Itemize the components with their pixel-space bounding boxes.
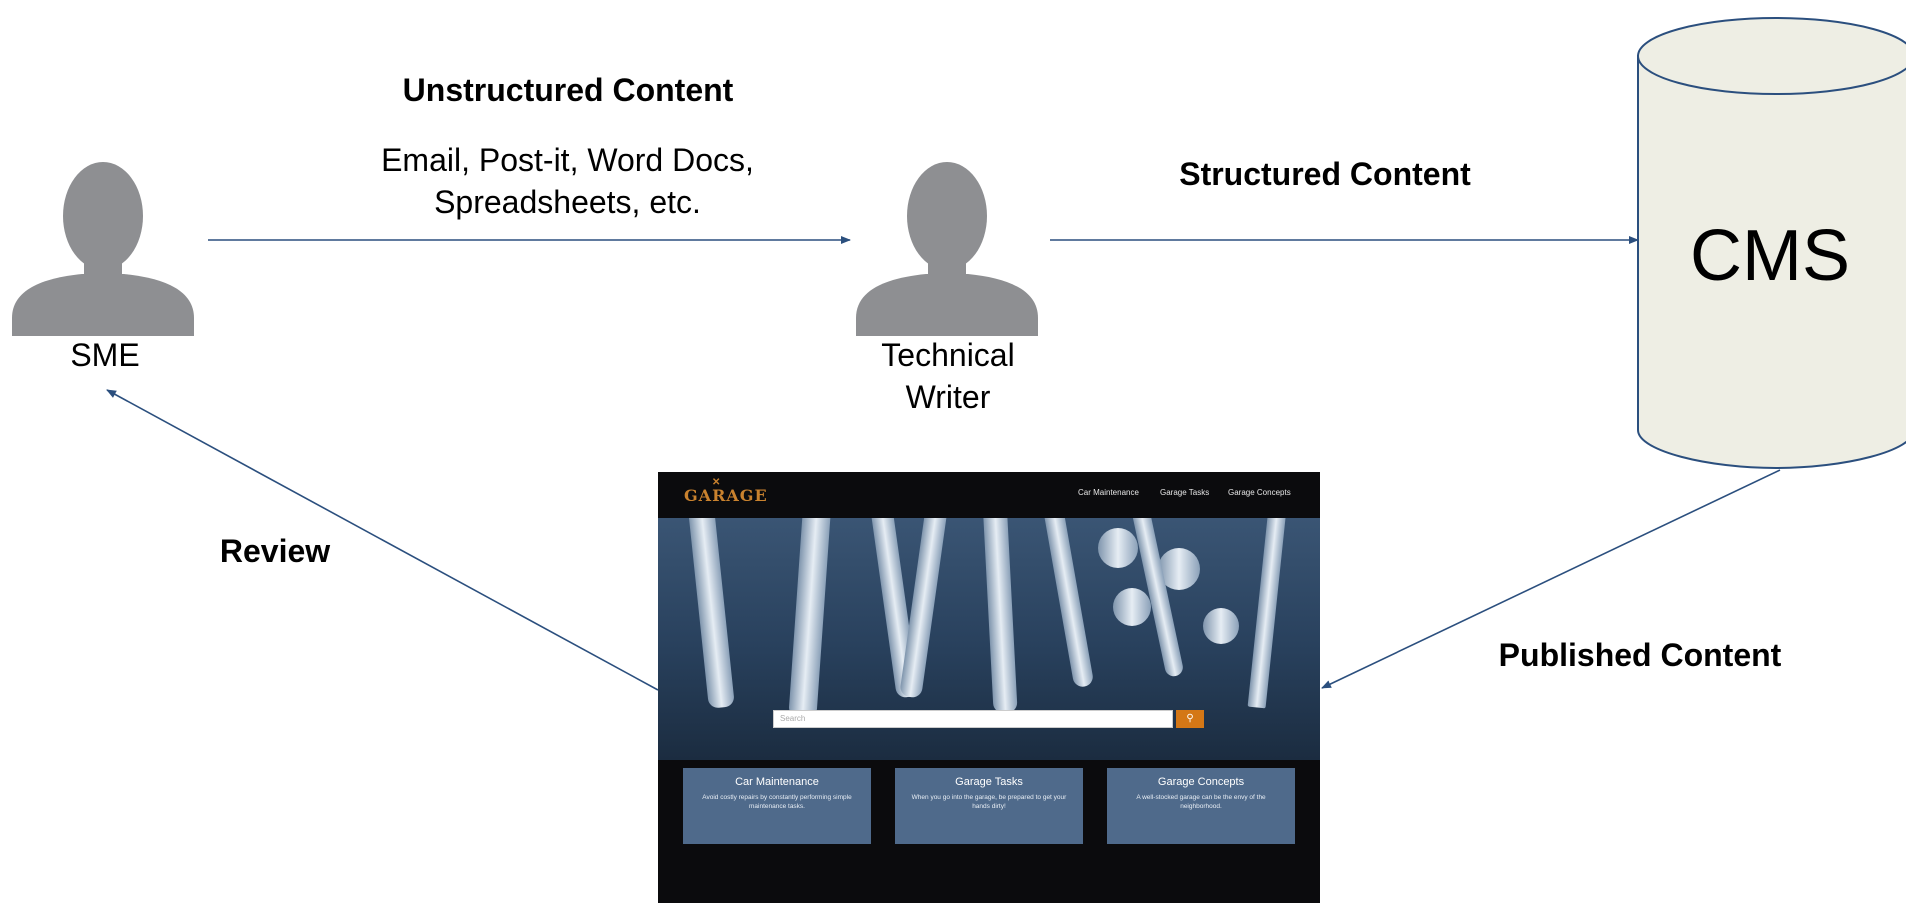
site-logo[interactable]: ✕ GARAGE bbox=[684, 477, 768, 505]
wrench-image bbox=[982, 518, 1018, 714]
unstructured-content-detail: Email, Post-it, Word Docs, Spreadsheets,… bbox=[381, 142, 754, 220]
nav-garage-concepts[interactable]: Garage Concepts bbox=[1228, 488, 1291, 497]
socket-image bbox=[1098, 528, 1138, 568]
card-car-maintenance[interactable]: Car Maintenance Avoid costly repairs by … bbox=[683, 768, 871, 844]
card-title: Car Maintenance bbox=[735, 776, 819, 788]
card-garage-tasks[interactable]: Garage Tasks When you go into the garage… bbox=[895, 768, 1083, 844]
sme-label: SME bbox=[70, 337, 140, 373]
nav-car-maintenance[interactable]: Car Maintenance bbox=[1078, 488, 1139, 497]
site-navbar: ✕ GARAGE Car Maintenance Garage Tasks Ga… bbox=[658, 472, 1320, 518]
nav-garage-tasks[interactable]: Garage Tasks bbox=[1160, 488, 1210, 497]
arrow-site-to-sme bbox=[106, 389, 659, 691]
person-icon bbox=[12, 162, 194, 336]
socket-image bbox=[1113, 588, 1151, 626]
cms-database-cylinder bbox=[1637, 17, 1906, 470]
review-label: Review bbox=[219, 533, 331, 569]
wrench-logo-icon: ✕ bbox=[712, 477, 722, 488]
wrench-image bbox=[788, 518, 832, 719]
card-title: Garage Concepts bbox=[1157, 776, 1245, 788]
person-icon bbox=[856, 162, 1038, 336]
structured-content-label: Structured Content bbox=[1179, 156, 1471, 192]
card-description: A well-stocked garage can be the envy of… bbox=[1136, 794, 1266, 810]
site-logo-text: GARAGE bbox=[684, 486, 768, 505]
magnifier-icon: ⚲ bbox=[1186, 713, 1194, 724]
sme-person bbox=[12, 150, 194, 336]
wrench-image bbox=[1041, 518, 1095, 689]
arrow-cms-to-site bbox=[1321, 469, 1781, 689]
card-description: When you go into the garage, be prepared… bbox=[911, 794, 1067, 810]
caliper-image bbox=[1247, 518, 1287, 709]
search-button[interactable]: ⚲ bbox=[1176, 710, 1204, 728]
unstructured-content-title: Unstructured Content bbox=[402, 72, 734, 108]
wrench-image bbox=[687, 518, 735, 709]
technical-writer-person bbox=[856, 150, 1038, 336]
published-content-label: Published Content bbox=[1498, 637, 1782, 673]
website-screenshot: ✕ GARAGE Car Maintenance Garage Tasks Ga… bbox=[658, 472, 1320, 903]
card-garage-concepts[interactable]: Garage Concepts A well-stocked garage ca… bbox=[1107, 768, 1295, 844]
technical-writer-label: Technical Writer bbox=[881, 337, 1015, 415]
socket-image bbox=[1203, 608, 1239, 644]
cms-label: CMS bbox=[1690, 216, 1850, 296]
site-search-input[interactable]: Search bbox=[773, 710, 1173, 728]
card-title: Garage Tasks bbox=[955, 776, 1023, 788]
card-description: Avoid costly repairs by constantly perfo… bbox=[702, 794, 852, 810]
